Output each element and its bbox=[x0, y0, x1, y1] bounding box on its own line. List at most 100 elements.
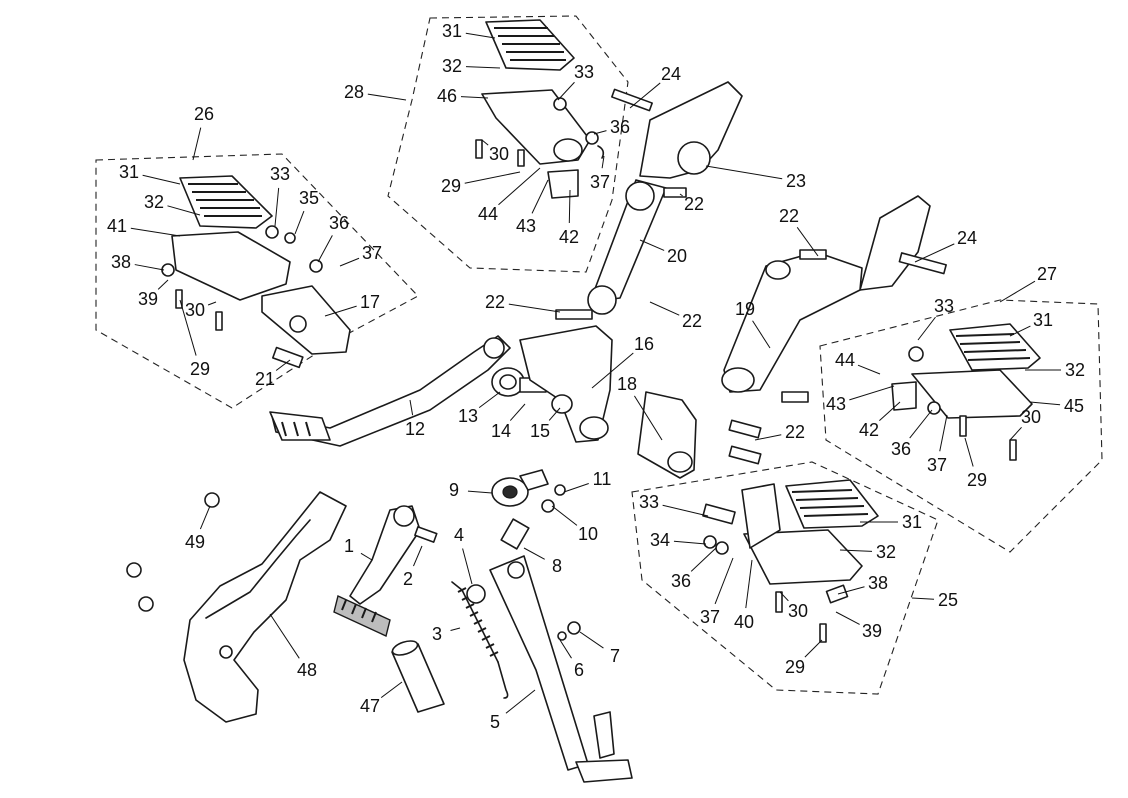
leader-line bbox=[835, 611, 860, 625]
bolt-2 bbox=[414, 526, 438, 543]
callout-number: 37 bbox=[362, 243, 382, 263]
footpeg-tread-c bbox=[955, 333, 1031, 361]
pin-33b bbox=[265, 225, 279, 239]
washer-10 bbox=[541, 499, 555, 513]
bracket-42b bbox=[891, 381, 917, 411]
callout-number: 6 bbox=[574, 660, 584, 680]
callout-27: 27 bbox=[999, 264, 1057, 303]
callout-number: 31 bbox=[1033, 310, 1053, 330]
callout-number: 33 bbox=[934, 296, 954, 316]
footpeg-base-45 bbox=[911, 369, 1033, 419]
rear-set-bracket-19 bbox=[721, 195, 947, 393]
callout-number: 37 bbox=[590, 172, 610, 192]
callout-number: 29 bbox=[967, 470, 987, 490]
callout-31c: 31 bbox=[1009, 310, 1053, 337]
leader-line bbox=[911, 597, 935, 600]
callout-31d: 31 bbox=[860, 512, 922, 532]
pivot-parts-13-16 bbox=[491, 309, 613, 443]
callout-13: 13 bbox=[458, 391, 501, 426]
callout-number: 17 bbox=[360, 292, 380, 312]
callout-41: 41 bbox=[107, 216, 181, 237]
pin-33 bbox=[553, 97, 567, 111]
leader-line bbox=[679, 193, 683, 197]
cam-parts-9-11 bbox=[491, 469, 566, 513]
callout-16: 16 bbox=[591, 334, 654, 389]
callout-number: 13 bbox=[458, 406, 478, 426]
callout-36b: 36 bbox=[317, 213, 349, 263]
kick-pivot bbox=[393, 505, 415, 527]
callout-36a: 36 bbox=[593, 117, 630, 137]
callout-30c: 30 bbox=[1009, 407, 1041, 441]
leader-line bbox=[639, 239, 665, 251]
leader-line bbox=[130, 227, 181, 237]
side-stand-5 bbox=[489, 518, 633, 783]
callout-number: 47 bbox=[360, 696, 380, 716]
callout-11: 11 bbox=[563, 469, 611, 493]
guard-inner bbox=[205, 519, 311, 619]
footpeg-base-41 bbox=[171, 231, 291, 301]
callout-number: 14 bbox=[491, 421, 511, 441]
rear-set-bracket-20 bbox=[587, 81, 743, 315]
bolt-29e bbox=[1009, 439, 1017, 461]
callout-17: 17 bbox=[324, 292, 380, 317]
callout-22c: 22 bbox=[485, 292, 561, 313]
leader-line bbox=[360, 552, 373, 561]
leader-line bbox=[134, 264, 165, 271]
callout-number: 26 bbox=[194, 104, 214, 124]
leader-line bbox=[465, 66, 501, 69]
leader-line bbox=[557, 81, 575, 101]
callout-37c: 37 bbox=[927, 414, 948, 475]
footpeg-tread-d bbox=[791, 489, 869, 517]
callout-number: 32 bbox=[1065, 360, 1085, 380]
callout-43a: 43 bbox=[516, 179, 549, 236]
leader-line bbox=[462, 548, 473, 585]
kick-arm bbox=[349, 505, 421, 605]
callout-number: 18 bbox=[617, 374, 637, 394]
leader-line bbox=[964, 437, 974, 467]
callout-28: 28 bbox=[344, 82, 407, 102]
guard-boss bbox=[667, 451, 693, 473]
guard-shell bbox=[183, 491, 347, 723]
leader-line bbox=[409, 399, 414, 416]
callout-number: 21 bbox=[255, 369, 275, 389]
pin-8 bbox=[500, 518, 530, 550]
callout-number: 42 bbox=[859, 420, 879, 440]
callout-number: 1 bbox=[344, 536, 354, 556]
callout-number: 36 bbox=[329, 213, 349, 233]
bolt-24b bbox=[898, 252, 947, 275]
bolt-30 bbox=[517, 149, 525, 167]
callout-number: 36 bbox=[891, 439, 911, 459]
callout-number: 20 bbox=[667, 246, 687, 266]
callout-10: 10 bbox=[551, 505, 598, 544]
footpeg-tread-b bbox=[188, 183, 262, 217]
leader-line bbox=[752, 320, 771, 349]
bolt-29d bbox=[959, 415, 967, 437]
callout-number: 2 bbox=[403, 569, 413, 589]
leader-line bbox=[179, 299, 197, 356]
callout-number: 23 bbox=[786, 171, 806, 191]
callout-22a: 22 bbox=[679, 193, 704, 214]
callout-number: 27 bbox=[1037, 264, 1057, 284]
callout-2: 2 bbox=[403, 545, 423, 589]
leader-line bbox=[142, 174, 181, 185]
pin-21 bbox=[271, 346, 304, 369]
washer-34 bbox=[703, 535, 717, 549]
lever-pedal bbox=[269, 411, 331, 441]
stand-foot bbox=[575, 759, 633, 783]
callout-number: 4 bbox=[454, 525, 464, 545]
callout-number: 22 bbox=[682, 311, 702, 331]
leader-line bbox=[705, 165, 783, 180]
callout-45: 45 bbox=[1029, 396, 1084, 416]
footpeg-boss bbox=[553, 138, 583, 162]
arm-20 bbox=[589, 179, 667, 303]
leader-line bbox=[207, 301, 217, 306]
footrest-hanger-17 bbox=[261, 285, 351, 355]
leader-line bbox=[167, 205, 201, 216]
callout-43b: 43 bbox=[826, 385, 895, 414]
footpeg-rubber-31c bbox=[949, 323, 1041, 371]
spring-turns bbox=[457, 587, 499, 657]
upper-pivot bbox=[625, 181, 655, 211]
leader-line bbox=[367, 93, 407, 101]
group-25-border bbox=[631, 461, 939, 695]
callout-36c: 36 bbox=[891, 409, 933, 459]
